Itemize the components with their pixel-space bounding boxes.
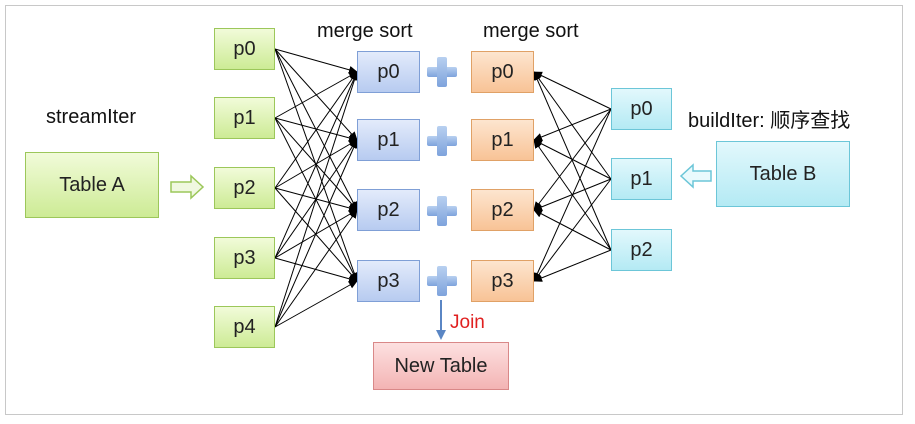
plus-icon [427,57,457,87]
sorted-right-p3: p3 [471,260,534,302]
sorted-right-label: p2 [491,198,514,221]
sorted-left-label: p0 [377,60,400,83]
plus-icon [427,126,457,156]
table-a-box: Table A [25,152,159,218]
table-b-arrow [679,163,712,189]
build-partition-p0: p0 [611,88,672,130]
build-partition-label: p2 [630,238,653,261]
join-arrow-head [436,330,446,340]
sorted-left-p3: p3 [357,260,420,302]
stream-to-sort-line [274,139,358,328]
sorted-right-label: p0 [491,60,514,83]
stream-partition-p2: p2 [214,167,275,209]
sorted-right-p0: p0 [471,51,534,93]
build-partition-p2: p2 [611,229,672,271]
stream-partition-label: p1 [233,106,256,129]
stream-to-sort-line [274,71,358,189]
stream-to-sort-line [274,48,358,74]
new-table-box: New Table [373,342,509,390]
stream-to-sort-line [274,71,358,119]
stream-to-sort-line [274,209,358,328]
stream-iter-label: streamIter [46,106,137,128]
sorted-left-p0: p0 [357,51,420,93]
stream-to-sort-line [274,117,358,142]
build-to-sort-line [533,139,612,251]
build-partition-label: p0 [630,97,653,120]
table-a-label: Table A [59,173,125,196]
sorted-right-label: p1 [491,128,514,151]
diagram-frame [5,5,903,415]
sorted-left-p1: p1 [357,119,420,161]
build-to-sort-line [533,71,612,110]
new-table-label: New Table [394,354,488,377]
build-partition-label: p1 [630,167,653,190]
sorted-left-p2: p2 [357,189,420,231]
build-partition-p1: p1 [611,158,672,200]
merge-sort-right-label: merge sort [483,20,579,42]
stream-partition-label: p4 [233,315,256,338]
sorted-left-label: p3 [377,269,400,292]
build-to-sort-line [533,71,612,251]
stream-partition-p3: p3 [214,237,275,279]
plus-icon [427,266,457,296]
table-a-arrow [170,174,205,200]
build-to-sort-line [533,71,612,180]
stream-partition-label: p2 [233,176,256,199]
table-b-label: Table B [749,162,817,185]
merge-sort-left-label: merge sort [317,20,413,42]
stream-to-sort-line [274,257,358,283]
stream-to-sort-line [274,71,358,259]
stream-partition-label: p0 [233,37,256,60]
sorted-left-label: p1 [377,128,400,151]
sorted-right-p1: p1 [471,119,534,161]
build-iter-label: buildIter: 顺序查找 [688,110,851,132]
build-to-sort-line [533,139,612,180]
build-to-sort-line [533,108,612,141]
table-b-box: Table B [716,141,850,207]
stream-to-sort-line [274,280,358,328]
sorted-left-label: p2 [377,198,400,221]
sorted-right-label: p3 [491,269,514,292]
stream-partition-p1: p1 [214,97,275,139]
build-to-sort-line [533,249,612,282]
sorted-right-p2: p2 [471,189,534,231]
build-to-sort-line [533,209,612,251]
join-label: Join [450,312,485,333]
plus-icon [427,196,457,226]
stream-partition-p0: p0 [214,28,275,70]
stream-partition-label: p3 [233,246,256,269]
stream-to-sort-line [274,71,359,328]
stream-partition-p4: p4 [214,306,275,348]
